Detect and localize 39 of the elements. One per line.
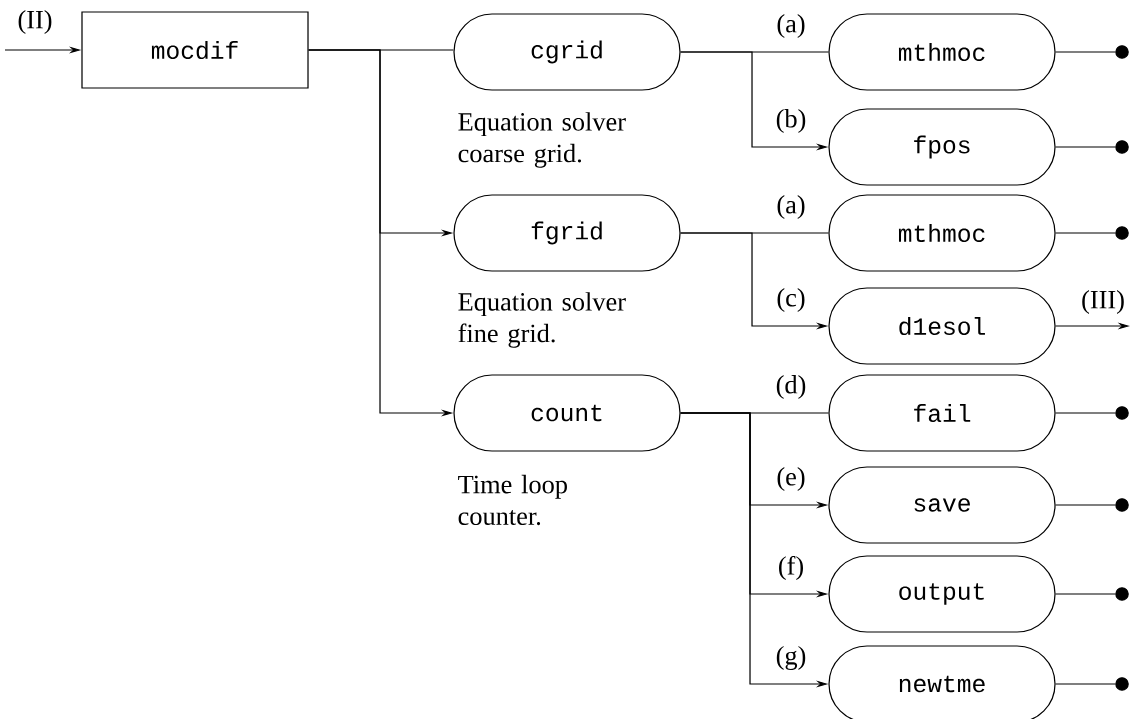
process-terminal: mthmoc [828, 194, 1056, 272]
process-terminal: d1esol [828, 287, 1056, 365]
process-terminal: fail [828, 374, 1056, 452]
edge-label: (III) [1082, 290, 1124, 314]
end-dot [1115, 587, 1129, 601]
edge-label: (f) [779, 555, 803, 581]
process-terminal: fpos [828, 108, 1056, 186]
edge-label: (e) [777, 467, 805, 491]
connector [1055, 146, 1116, 148]
connector [1055, 412, 1116, 414]
connector [1055, 593, 1116, 595]
process-terminal: output [828, 555, 1056, 633]
end-dot [1115, 677, 1129, 691]
node-caption: Equation solver fine grid. [458, 292, 626, 348]
process-box: mocdif [81, 11, 309, 89]
process-terminal: newtme [828, 645, 1056, 719]
process-terminal: fgrid [453, 194, 681, 272]
edge-label: (II) [18, 10, 52, 34]
connector [1055, 51, 1116, 53]
edge-label: (d) [776, 375, 806, 399]
end-dot [1115, 140, 1129, 154]
edge-label: (b) [776, 109, 806, 133]
node-caption: Equation solver coarse grid. [458, 112, 626, 168]
edge-label: (g) [776, 646, 806, 670]
connector [1055, 232, 1116, 234]
process-terminal: cgrid [453, 13, 681, 91]
process-terminal: mthmoc [828, 13, 1056, 91]
edge-label: (a) [777, 14, 805, 38]
end-dot [1115, 226, 1129, 240]
end-dot [1115, 406, 1129, 420]
end-dot [1115, 498, 1129, 512]
process-terminal: count [453, 374, 681, 452]
process-terminal: save [828, 466, 1056, 544]
edge-label: (a) [777, 195, 805, 219]
connector [1055, 683, 1116, 685]
edge-label: (c) [777, 288, 805, 312]
connector [1055, 504, 1116, 506]
end-dot [1115, 45, 1129, 59]
node-caption: Time loop counter. [458, 474, 567, 526]
